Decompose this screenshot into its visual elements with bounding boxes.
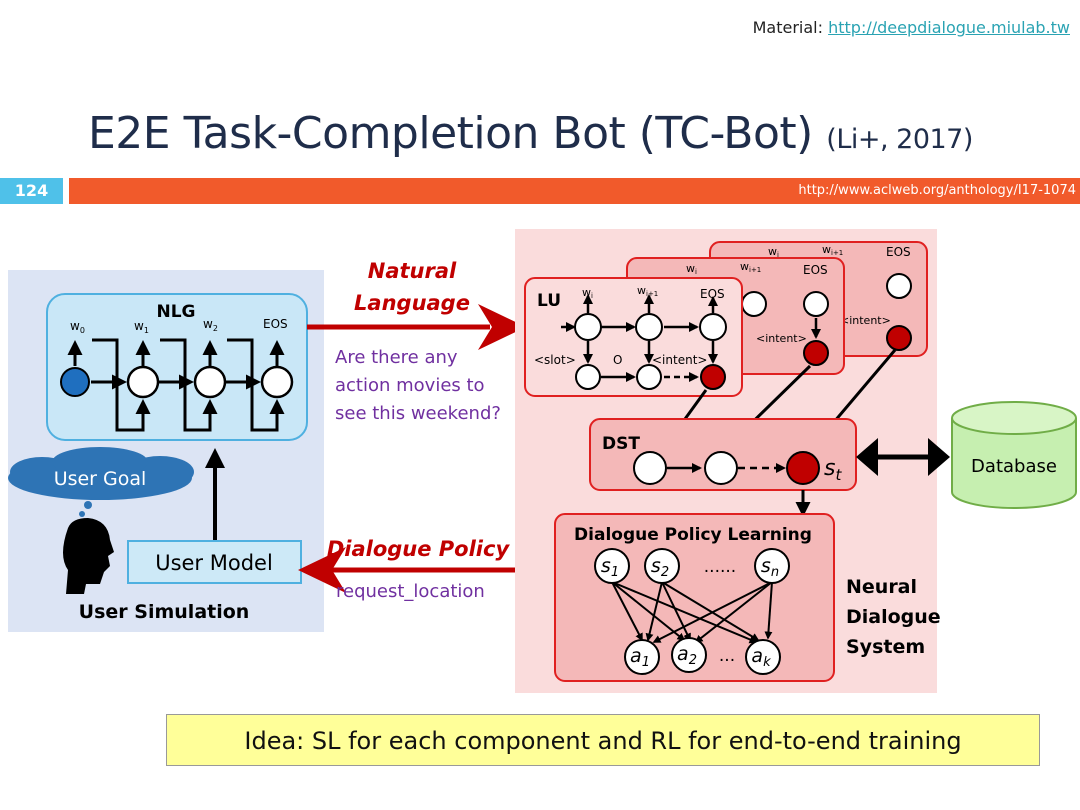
title-text: E2E Task-Completion Bot (TC-Bot) [88,108,813,159]
slot-label: <slot> [534,353,576,367]
lu-layer-front: LU wi wi+1 EOS <slot> O <intent> [524,277,743,397]
svg-text:wi: wi [768,245,779,259]
svg-text:ak: ak [751,645,771,670]
svg-text:EOS: EOS [700,287,725,301]
dst-state-label: st [824,456,842,484]
nlg-box [46,293,308,441]
nlg-start-node [60,367,90,397]
policy-edges [611,581,773,644]
nlg-eos: EOS [263,317,288,331]
svg-text:System: System [846,636,925,658]
user-goal-cloud: User Goal [8,447,194,517]
reference-url: http://www.aclweb.org/anthology/I17-1074 [798,183,1076,198]
nlg-node [260,365,294,399]
material-link[interactable]: http://deepdialogue.miulab.tw [828,18,1070,37]
policy-box: Dialogue Policy Learning s1 s2 sn ......… [554,513,835,682]
svg-text:a1: a1 [630,645,650,670]
natural-language-arrow [307,304,526,350]
natural-language-label-2: Language [354,291,470,315]
svg-text:EOS: EOS [886,245,911,259]
database-label: Database [971,456,1057,477]
neural-dialogue-system-label: Neural Dialogue System [846,576,941,658]
intent-label: <intent> [652,353,707,367]
nlg-word: w [134,319,144,333]
natural-language-label-1: Natural [368,259,457,283]
policy-title: Dialogue Policy Learning [574,525,812,545]
nl-example-line: see this weekend? [335,403,501,424]
svg-text:<intent>: <intent> [840,314,891,327]
svg-text:a2: a2 [677,643,697,668]
dst-label: DST [602,434,640,454]
svg-text:Neural: Neural [846,576,917,598]
nlg-word: w [70,319,80,333]
nlg-sub: 0 [80,326,85,335]
header-bar [69,178,1080,204]
slide-title: E2E Task-Completion Bot (TC-Bot) (Li+, 2… [88,108,973,159]
dst-database-link [856,438,950,476]
nlg-label: NLG [156,302,195,322]
database-cylinder: Database [951,401,1077,509]
dst-box: DST st [589,418,857,491]
user-model-box [127,540,302,584]
user-simulation-label: User Simulation [79,601,250,623]
user-head-icon [63,518,114,594]
nlg-sub: 2 [213,324,218,333]
svg-text:w1: w1 [134,319,149,335]
nl-example-line: Are there any [335,347,458,368]
lu-label: LU [537,291,561,311]
nl-example-utterance: Are there any action movies to see this … [335,347,501,424]
states-ellipsis: ...... [704,557,736,577]
material-credit: Material: http://deepdialogue.miulab.tw [753,18,1070,37]
material-label: Material: [752,18,823,37]
svg-text:s1: s1 [601,555,619,580]
nlg-connections [67,338,285,432]
dialogue-policy-label: Dialogue Policy [327,537,511,561]
nlg-word: w [203,317,213,331]
svg-text:wi: wi [686,262,697,276]
o-label: O [613,353,622,367]
svg-text:sn: sn [761,555,779,580]
idea-box: Idea: SL for each component and RL for e… [166,714,1040,766]
nl-example-line: action movies to [335,375,485,396]
slide-number: 124 [0,178,63,204]
title-citation: (Li+, 2017) [826,124,973,155]
nlg-node [126,365,160,399]
nlg-node [193,365,227,399]
svg-text:s2: s2 [651,555,669,580]
user-goal-label: User Goal [54,468,147,490]
nlg-sub: 1 [144,326,149,335]
svg-text:<intent>: <intent> [756,332,807,345]
svg-text:w0: w0 [70,319,85,335]
svg-text:EOS: EOS [803,263,828,277]
dp-example-action: request_location [336,581,485,602]
svg-text:w2: w2 [203,317,218,333]
user-model-label: User Model [155,551,273,575]
actions-ellipsis: ... [719,646,735,666]
svg-text:Dialogue: Dialogue [846,606,941,628]
nlg-word-labels: w0 w1 w2 EOS [70,317,288,335]
